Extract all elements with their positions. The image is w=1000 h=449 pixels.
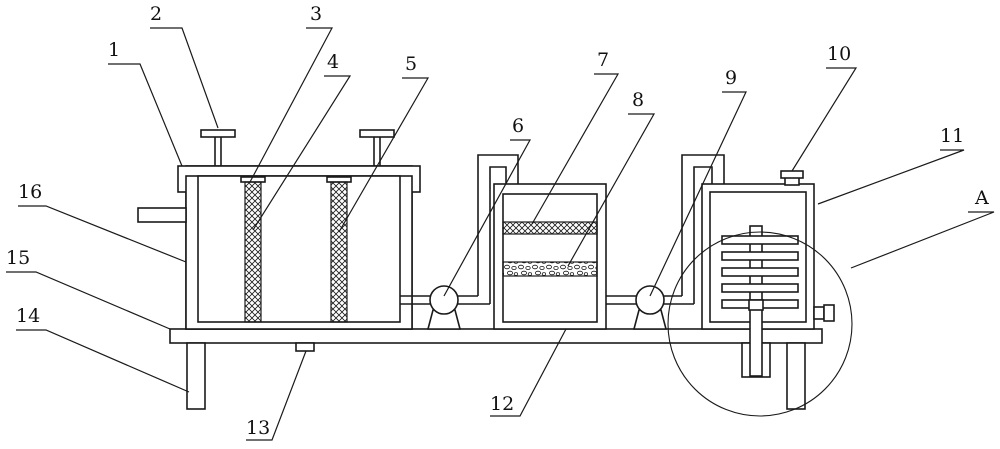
label-13: 13: [246, 417, 270, 439]
label-12: 12: [490, 393, 514, 415]
part-labels: 1 2 3 4 5 6 7 8 9 10 11 A 16 15 14 12 13: [6, 3, 989, 439]
base-plate: [169, 328, 823, 344]
pipe-filter-pump: [606, 295, 637, 305]
label-9: 9: [725, 67, 737, 89]
detail-circle-a: [667, 231, 853, 417]
pipe-tank1-pump: [400, 295, 430, 305]
label-15: 15: [6, 247, 30, 269]
label-5: 5: [405, 53, 417, 75]
label-a: A: [974, 187, 989, 209]
label-7: 7: [597, 49, 609, 71]
label-2: 2: [150, 3, 162, 25]
drain-outlet: [295, 342, 315, 352]
side-valve: [813, 304, 835, 322]
first-tank: [137, 165, 421, 330]
label-1: 1: [108, 39, 120, 61]
support-legs: [186, 342, 806, 410]
first-pump: [426, 154, 519, 330]
second-pump: [632, 154, 725, 330]
label-16: 16: [18, 181, 42, 203]
lid-handles: [200, 129, 395, 166]
label-6: 6: [512, 115, 524, 137]
filter-tank: [493, 183, 607, 330]
filter-columns: [240, 176, 352, 323]
label-10: 10: [827, 43, 851, 65]
label-3: 3: [310, 3, 322, 25]
agitator: [721, 225, 799, 377]
label-11: 11: [940, 125, 964, 147]
label-8: 8: [632, 89, 644, 111]
leader-lines: [6, 27, 995, 441]
label-4: 4: [327, 51, 339, 73]
label-14: 14: [16, 305, 40, 327]
